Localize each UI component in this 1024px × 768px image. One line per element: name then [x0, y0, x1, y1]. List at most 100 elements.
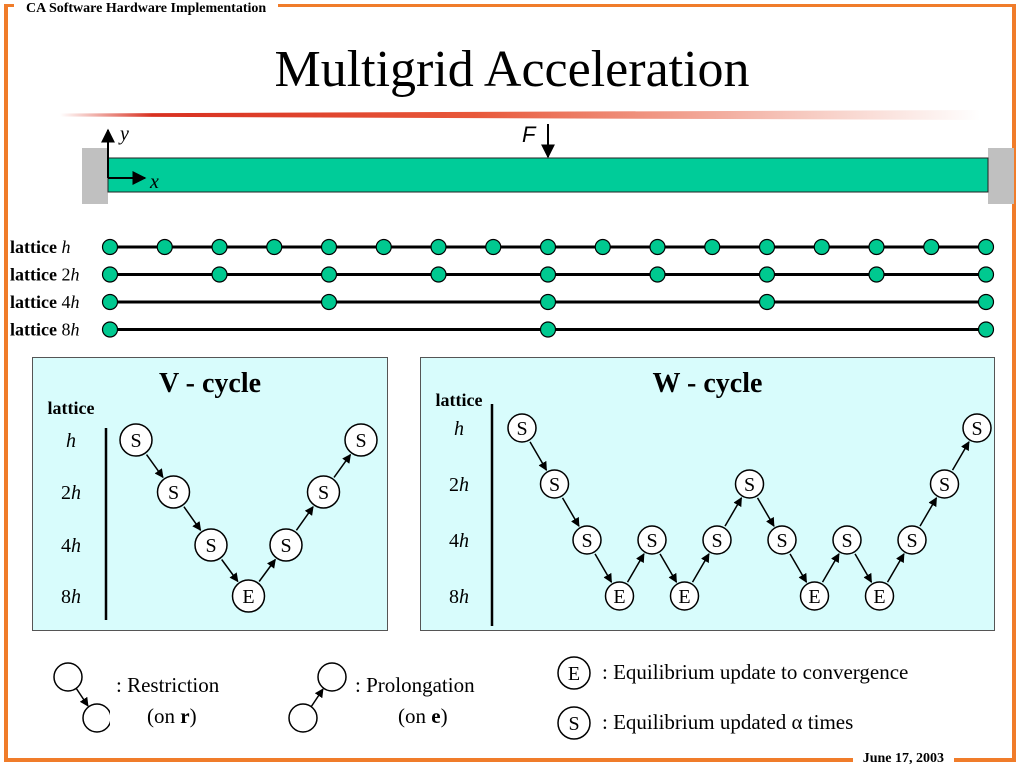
cycle-node-label: E [873, 586, 885, 608]
cycle-node [767, 525, 797, 555]
cycle-node [832, 525, 862, 555]
level-label: 4h [449, 530, 469, 552]
lattice-node [101, 238, 119, 256]
lattice-node [649, 238, 666, 256]
lattice-node [977, 321, 995, 338]
cycle-node-label: S [318, 482, 329, 504]
v-cycle-title: V - cycle [158, 368, 262, 399]
cycle-arrow [919, 497, 938, 527]
cycle-node-label: S [939, 474, 950, 496]
y-axis-label: y [118, 123, 129, 145]
lattice-node [868, 266, 885, 283]
cycle-arrow [258, 558, 276, 582]
cycle-node-label: S [355, 430, 366, 452]
cycle-node-label: E [808, 586, 820, 608]
cycle-node-label: S [168, 482, 179, 504]
lattice-node [594, 238, 611, 256]
cycle-arrow [561, 497, 580, 527]
cycle-node-label: S [205, 535, 216, 557]
lattice-node [704, 238, 721, 256]
lattice-node [539, 266, 557, 283]
cycle-node [864, 581, 895, 611]
cycle-node-label: S [549, 474, 560, 496]
level-label: 2h [61, 482, 81, 504]
x-axis-label: x [149, 171, 159, 193]
cycle-node [929, 469, 960, 499]
lattice-header: lattice [48, 398, 95, 418]
cycle-node [231, 579, 266, 613]
legend-s-text: : Equilibrium updated α times [602, 710, 854, 734]
lattice-node [539, 238, 557, 256]
cycle-node [897, 525, 927, 555]
slide-frame [4, 4, 1016, 762]
cycle-arrow [951, 441, 970, 471]
cycle-node-label: S [711, 530, 722, 552]
w-cycle-title: W - cycle [652, 368, 763, 399]
cycle-arrow [295, 505, 314, 531]
legend-prolongation-text: : Prolongation [355, 673, 475, 697]
cycle-node [306, 475, 341, 509]
cycle-node [604, 581, 635, 611]
cycle-node-label: E [613, 586, 625, 608]
legend-s-symbol: S [557, 706, 591, 740]
cycle-node [702, 525, 732, 555]
force-label: F [522, 122, 537, 147]
lattice-node [977, 266, 995, 283]
cycle-arrow [183, 506, 202, 532]
lattice-label: lattice 2h [10, 265, 79, 285]
level-label: 4h [61, 535, 81, 557]
lattice-label: lattice h [10, 237, 70, 257]
cycle-arrow [659, 553, 678, 583]
lattice-label: lattice 8h [10, 320, 79, 340]
lattice-rows: lattice h lattice 2h lattice 4h lattice 8h [10, 237, 995, 340]
svg-text:S: S [568, 713, 579, 735]
legend-restriction-symbol [53, 662, 110, 733]
lattice-node [430, 238, 447, 256]
lattice-node [320, 266, 338, 283]
lattice-node [758, 293, 776, 311]
lattice-node [813, 238, 830, 256]
title-underline-bar [60, 110, 980, 120]
footer-date: June 17, 2003 [852, 750, 954, 768]
legend-restriction-sub: (on r) [147, 704, 197, 728]
cycle-node [734, 469, 765, 499]
cycle-arrow [886, 553, 905, 583]
lattice-node [320, 293, 338, 311]
cycle-arrow [854, 553, 873, 583]
level-label: h [66, 430, 76, 452]
level-label: 8h [449, 586, 469, 608]
lattice-node [649, 266, 666, 283]
cycle-node [269, 528, 303, 562]
lattice-label: lattice 4h [10, 292, 79, 312]
legend-prolongation-symbol [288, 662, 347, 733]
level-label: 8h [61, 586, 81, 608]
lattice-node [430, 266, 447, 283]
beam [107, 157, 989, 193]
lattice-node [156, 238, 173, 256]
lattice-node [977, 293, 995, 311]
slide-title: Multigrid Acceleration [274, 41, 750, 98]
lattice-node [101, 321, 119, 338]
cycle-node-label: S [776, 530, 787, 552]
cycle-node [344, 423, 378, 457]
cycle-node-label: S [130, 430, 141, 452]
legend-e-text: : Equilibrium update to convergence [602, 660, 909, 684]
svg-text:E: E [568, 663, 580, 685]
level-label: 2h [449, 474, 469, 496]
lattice-node [375, 238, 392, 256]
cycle-node-label: S [646, 530, 657, 552]
level-label: h [454, 418, 464, 440]
cycle-node-label: E [678, 586, 690, 608]
cycle-node [194, 528, 228, 562]
cycle-node-label: S [516, 418, 527, 440]
cycle-arrow [724, 497, 743, 527]
lattice-header: lattice [436, 390, 483, 410]
cycle-node [637, 525, 667, 555]
cycle-node-label: S [841, 530, 852, 552]
cycle-arrow [821, 553, 840, 583]
lattice-node [758, 266, 776, 283]
cycle-arrow [333, 453, 352, 478]
